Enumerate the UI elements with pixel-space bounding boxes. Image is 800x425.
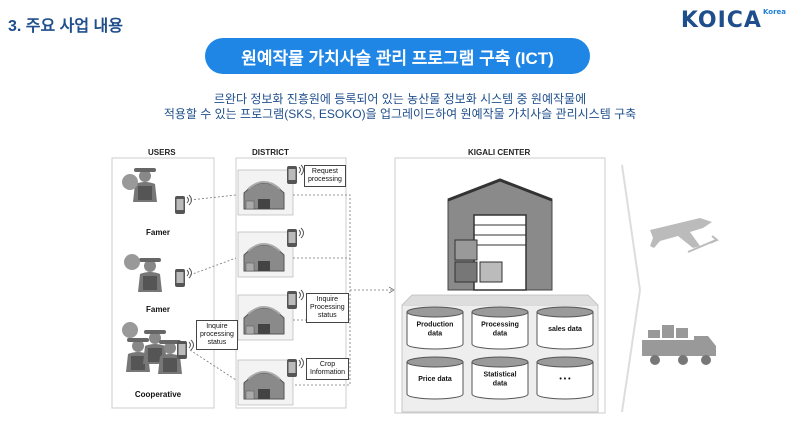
- note-line: Inquire: [316, 296, 339, 303]
- database-icon: Processing data: [471, 306, 529, 350]
- database-label: • • •: [559, 376, 571, 383]
- note-line: Inquire: [206, 323, 228, 330]
- inquire-processing-note: Inquire Processing status: [306, 293, 349, 323]
- user-label-cooperative: Cooperative: [134, 390, 182, 399]
- note-line: status: [317, 312, 337, 319]
- database-label: sales data: [548, 326, 582, 333]
- description-line-1: 르완다 정보화 진흥원에 등록되어 있는 농산물 정보화 시스템 중 원예작물에: [213, 92, 587, 106]
- database-label: data: [428, 331, 443, 338]
- database-icon: sales data: [536, 306, 594, 350]
- user-inquire-status-note: Inquire processing status: [196, 320, 238, 350]
- database-icon: Statistical data: [471, 356, 529, 400]
- crop-information-note: Crop Information: [306, 358, 350, 380]
- note-line: Processing: [310, 304, 345, 311]
- user-district-connectors: [189, 194, 237, 381]
- note-line: processing: [308, 176, 342, 183]
- description-line-2: 적용할 수 있는 프로그램(SKS, ESOKO)을 업그레이드하여 원예작물 …: [163, 107, 637, 121]
- divider-line: [621, 164, 641, 291]
- user-label-farmer-2: Famer: [145, 305, 170, 314]
- request-processing-note: Request processing: [304, 165, 346, 187]
- district-column-label: DISTRICT: [252, 148, 289, 157]
- truck-icon: [642, 325, 716, 365]
- user-label-farmer-1: Famer: [145, 228, 170, 237]
- crop-icon: [122, 174, 138, 190]
- logo-text: KOICA: [680, 8, 762, 33]
- program-description: 르완다 정보화 진흥원에 등록되어 있는 농산물 정보화 시스템 중 원예작물에…: [100, 92, 700, 122]
- database-icon: Price data: [406, 356, 464, 400]
- database-label: Price data: [418, 376, 452, 383]
- database-label: Processing: [481, 322, 519, 329]
- note-line: status: [207, 339, 227, 346]
- note-line: Crop: [319, 361, 336, 368]
- database-label: data: [493, 381, 508, 388]
- database-label: Statistical: [483, 372, 516, 379]
- database-icon: • • •: [536, 356, 594, 400]
- users-column-label: USERS: [148, 148, 176, 157]
- logo-small-text: Korea: [762, 8, 786, 16]
- database-label: Production: [417, 322, 454, 329]
- cooperative-group-icon: [122, 322, 182, 374]
- database-label: data: [493, 331, 508, 338]
- central-warehouse-icon: [447, 178, 553, 291]
- kigali-center-column-label: KIGALI CENTER: [468, 148, 531, 157]
- crop-icon: [124, 254, 140, 270]
- koica-logo: KOICAKorea: [681, 8, 786, 33]
- note-line: processing: [200, 331, 234, 338]
- airplane-icon: [650, 218, 719, 253]
- note-line: Information: [310, 369, 346, 376]
- database-icon: Production data: [406, 306, 464, 350]
- program-title-banner: 원예작물 가치사슬 관리 프로그램 구축 (ICT): [205, 38, 590, 74]
- note-line: Request: [311, 168, 338, 175]
- section-title: 3. 주요 사업 내용: [8, 18, 123, 35]
